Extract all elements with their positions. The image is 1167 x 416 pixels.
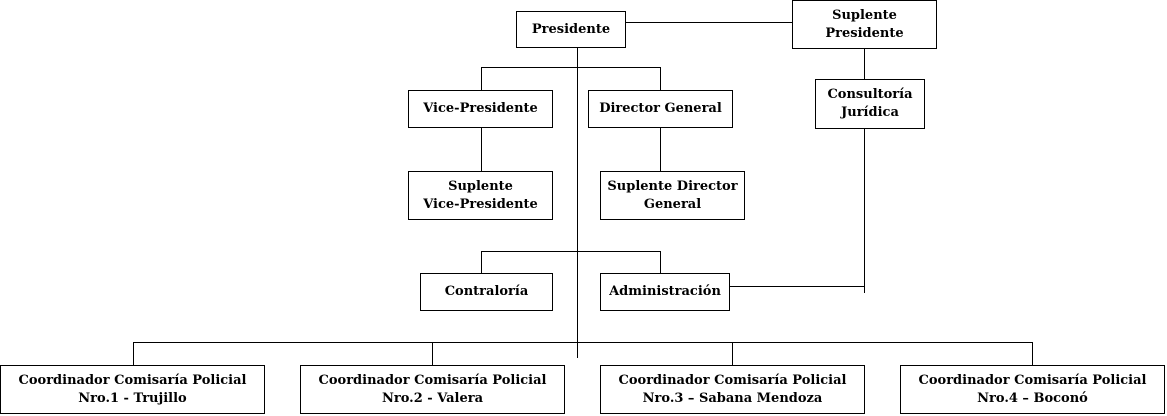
label-coordinador-4-line2: Nro.4 – Boconó [977,390,1088,406]
box-coordinador-3: Coordinador Comisaría Policial Nro.3 – S… [600,365,865,414]
box-suplente-director-general: Suplente Director General [600,171,745,220]
label-coordinador-4-line1: Coordinador Comisaría Policial [918,372,1147,388]
box-administracion: Administración [600,273,730,311]
label-presidente: Presidente [531,21,611,37]
label-coordinador-2-line1: Coordinador Comisaría Policial [318,372,547,388]
box-coordinador-4: Coordinador Comisaría Policial Nro.4 – B… [900,365,1165,414]
box-director-general: Director General [588,90,733,128]
box-coordinador-1: Coordinador Comisaría Policial Nro.1 - T… [0,365,265,414]
box-consultoria-juridica: Consultoría Jurídica [815,79,925,129]
label-coordinador-3-line1: Coordinador Comisaría Policial [618,372,847,388]
label-consultoria-line1: Consultoría [827,87,913,102]
label-coordinador-3-line2: Nro.3 – Sabana Mendoza [642,390,823,406]
box-suplente-vice-presidente: Suplente Vice-Presidente [408,171,553,220]
label-director-general: Director General [599,101,722,116]
label-vice-presidente: Vice-Presidente [423,101,538,116]
label-administracion: Administración [609,284,721,299]
label-contraloria: Contraloría [444,284,529,299]
box-suplente-presidente: Suplente Presidente [792,0,937,49]
label-coordinador-2-line2: Nro.2 - Valera [382,390,483,406]
label-suplente-vice-line1: Suplente [448,178,513,194]
label-suplente-vice-line2: Vice-Presidente [423,196,538,212]
box-coordinador-2: Coordinador Comisaría Policial Nro.2 - V… [300,365,565,414]
label-suplente-presidente-line1: Suplente [832,7,897,23]
label-consultoria-line2: Jurídica [841,105,899,120]
label-suplente-director-line1: Suplente Director [607,178,738,194]
box-presidente: Presidente [516,11,626,48]
label-suplente-presidente-line2: Presidente [825,25,904,41]
label-suplente-director-line2: General [643,196,702,212]
box-contraloria: Contraloría [420,273,553,311]
label-coordinador-1-line2: Nro.1 - Trujillo [78,390,187,406]
label-coordinador-1-line1: Coordinador Comisaría Policial [18,372,247,388]
box-vice-presidente: Vice-Presidente [408,90,553,128]
